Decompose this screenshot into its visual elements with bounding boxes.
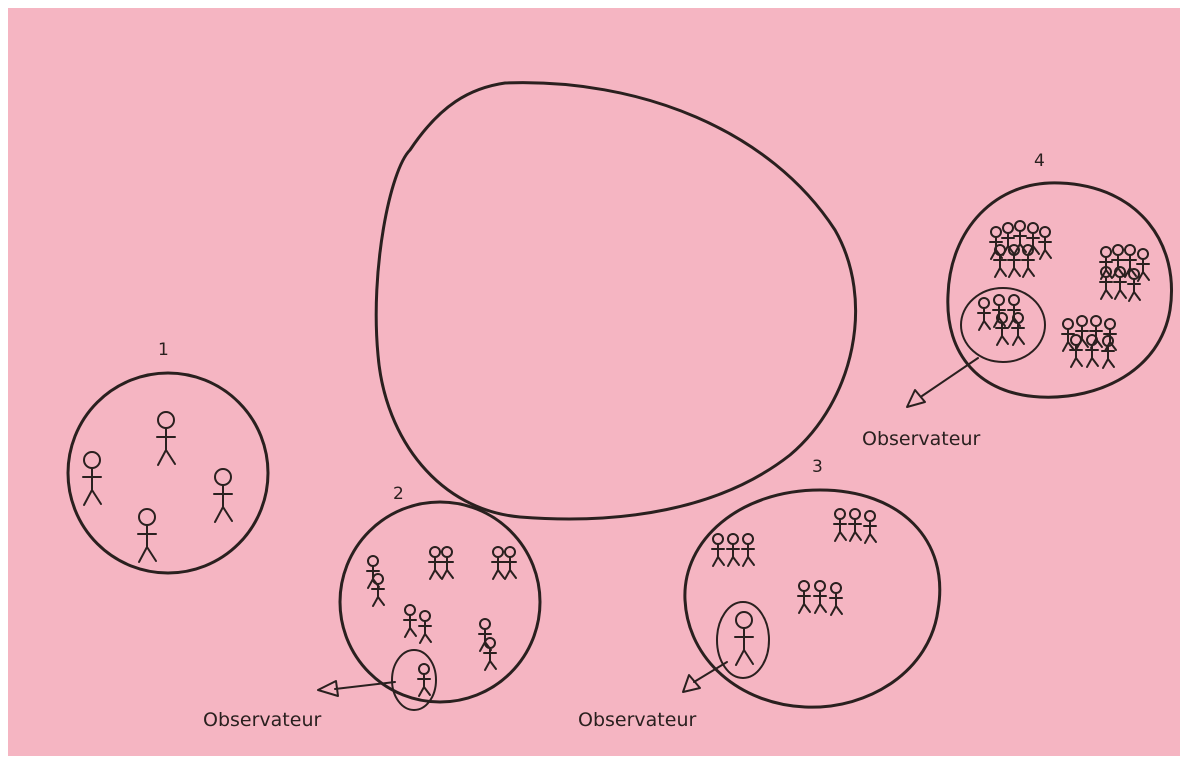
stick-figure-icon — [214, 469, 232, 522]
stick-figure-icon — [1039, 227, 1051, 259]
stick-figure-icon — [419, 611, 431, 643]
stick-figure-icon — [1086, 335, 1098, 367]
stick-figure-icon — [441, 547, 453, 579]
group-3-label: 3 — [812, 457, 823, 477]
stick-figure-icon — [864, 511, 876, 543]
large-empty-circle — [376, 83, 855, 519]
group-2-figures — [367, 547, 516, 696]
group-1-figures — [83, 412, 232, 562]
group-4-circle — [948, 183, 1172, 397]
stick-figure-icon — [727, 534, 739, 566]
arrow-icon — [907, 358, 978, 407]
stick-figure-icon — [492, 547, 504, 579]
stick-figure-icon — [1012, 313, 1024, 345]
stick-figure-icon — [484, 638, 496, 670]
stick-figure-icon — [978, 298, 990, 330]
stick-figure-icon — [814, 581, 826, 613]
stick-figure-icon — [742, 534, 754, 566]
stick-figure-icon — [418, 664, 430, 696]
stick-figure-icon — [1002, 223, 1014, 255]
stick-figure-icon — [404, 605, 416, 637]
stick-figure-icon — [798, 581, 810, 613]
stick-figure-icon — [83, 452, 101, 505]
stick-figure-icon — [712, 534, 724, 566]
stick-figure-icon — [830, 583, 842, 615]
stick-figure-icon — [1022, 245, 1034, 277]
group-4-label: 4 — [1034, 151, 1045, 171]
group-3-observer-label: Observateur — [578, 709, 696, 731]
group-4-observer-label: Observateur — [862, 428, 980, 450]
stick-figure-icon — [1062, 319, 1074, 351]
group-1-circle — [68, 373, 268, 573]
stick-figure-icon — [1112, 245, 1124, 277]
group-2-circle — [340, 502, 540, 702]
stick-figure-icon — [834, 509, 846, 541]
stick-figure-icon — [849, 509, 861, 541]
arrow-icon — [683, 662, 727, 692]
stick-figure-icon — [996, 313, 1008, 345]
stick-figure-icon — [1070, 335, 1082, 367]
group-1-label: 1 — [158, 340, 169, 360]
stick-figure-icon — [429, 547, 441, 579]
stick-figure-icon — [1076, 316, 1088, 348]
group-3-circle — [685, 490, 940, 707]
stick-figure-icon — [994, 245, 1006, 277]
group-2-observer-label: Observateur — [203, 709, 321, 731]
arrow-icon — [318, 681, 395, 696]
stick-figure-icon — [1008, 245, 1020, 277]
stick-figure-icon — [138, 509, 156, 562]
stick-figure-icon — [157, 412, 175, 465]
stick-figure-icon — [504, 547, 516, 579]
stick-figure-icon — [735, 612, 753, 665]
group-4-figures — [978, 221, 1149, 368]
stick-figure-icon — [372, 574, 384, 606]
stick-figure-icon — [1102, 336, 1114, 368]
group-3-figures — [712, 509, 876, 665]
group-2-label: 2 — [393, 484, 404, 504]
